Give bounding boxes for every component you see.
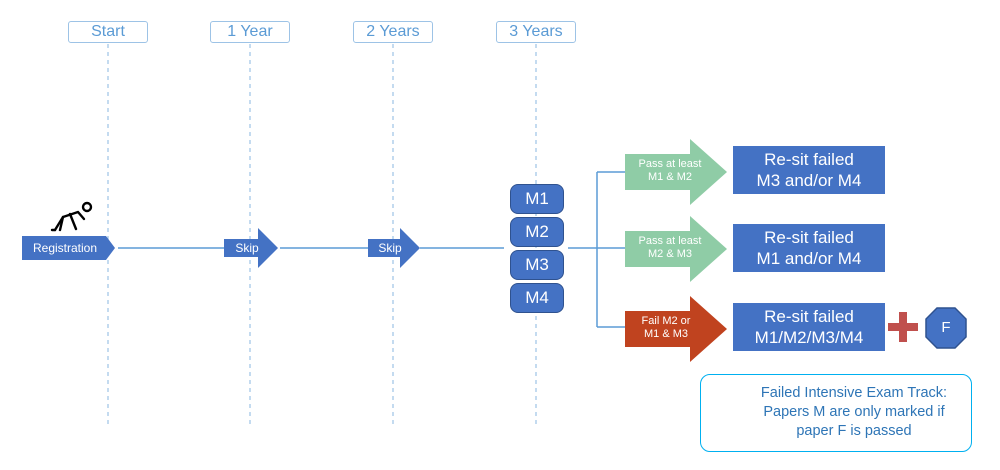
skip-label-2: Skip [378,241,402,255]
module-m2: M2 [510,217,564,247]
note-line-3: paper F is passed [796,423,912,439]
timeline-header-1-year: 1 Year [210,21,290,43]
timeline-header-3-years: 3 Years [496,21,576,43]
timeline-header-2-years: 2 Years [353,21,433,43]
note-line-2: Papers M are only marked if [763,404,945,420]
note-line-1: Failed Intensive Exam Track: [760,385,948,401]
condition-arrow-pass-m1-m2 [625,139,727,205]
runner-starting-position-icon [50,201,93,232]
timeline-header-start: Start [68,21,148,43]
plus-icon [888,312,918,342]
module-m1: M1 [510,184,564,214]
paper-f-label: F [941,319,951,336]
skip-label-1: Skip [235,241,259,255]
module-m4: M4 [510,283,564,313]
skip-arrow-1 [224,228,278,268]
condition-arrow-fail [625,296,727,362]
note-callout [700,374,972,452]
module-m3: M3 [510,250,564,280]
note-text: Failed Intensive Exam Track: Papers M ar… [742,384,966,441]
registration-arrow [22,236,115,260]
octagon-icon [925,307,967,349]
skip-arrow-2 [368,228,420,268]
condition-arrow-pass-m2-m3 [625,216,727,282]
registration-label: Registration [32,241,98,255]
